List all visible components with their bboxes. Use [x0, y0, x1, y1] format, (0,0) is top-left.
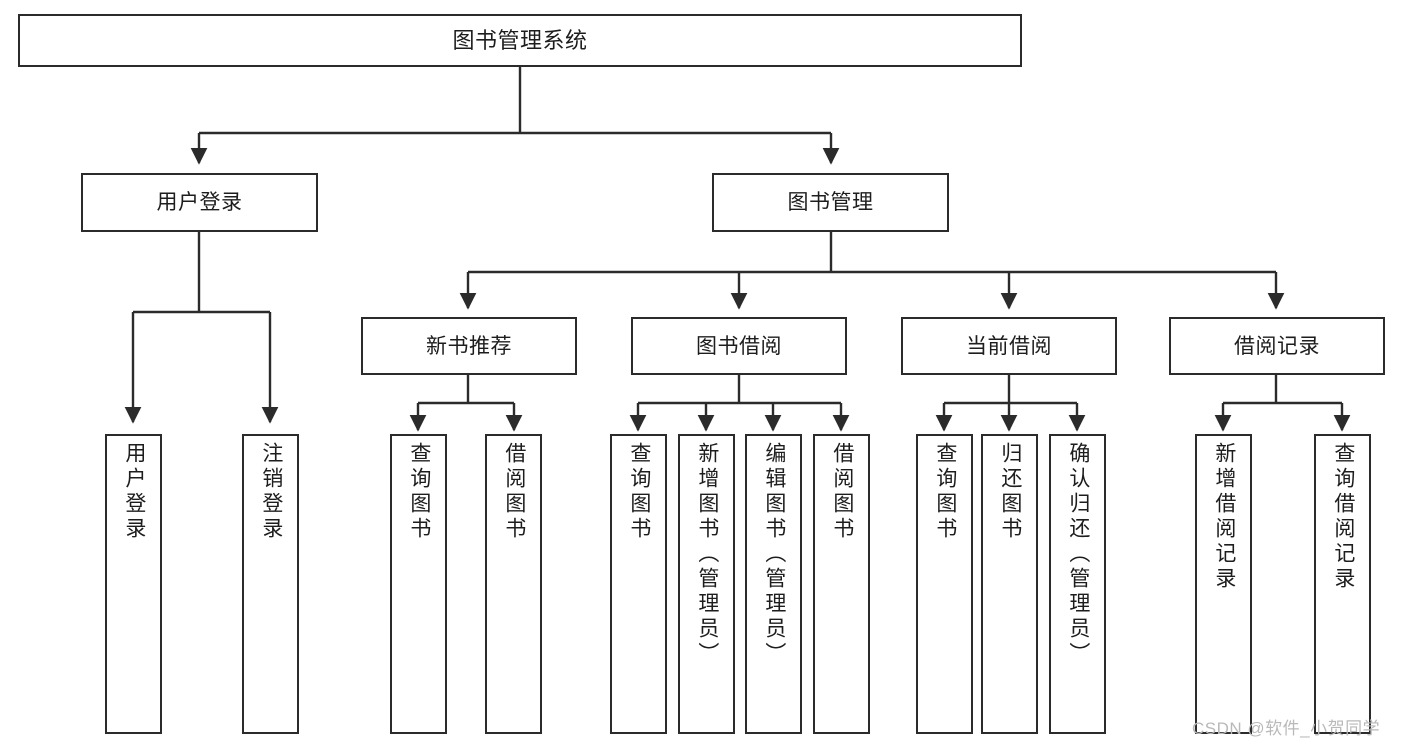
- node-label: 归还图书: [998, 442, 1022, 542]
- node-label: 用户登录: [122, 442, 146, 542]
- node-label: 借阅图书: [502, 442, 526, 542]
- node-label: 用户登录: [156, 191, 243, 214]
- leaf-borrow-book-2[interactable]: 借阅图书: [813, 434, 870, 734]
- node-user-login[interactable]: 用户登录: [81, 173, 318, 232]
- leaf-borrow-book-1[interactable]: 借阅图书: [485, 434, 542, 734]
- leaf-query-book-2[interactable]: 查询图书: [610, 434, 667, 734]
- leaf-logout-login[interactable]: 注销登录: [242, 434, 299, 734]
- leaf-query-book-1[interactable]: 查询图书: [390, 434, 447, 734]
- node-book-manage[interactable]: 图书管理: [712, 173, 949, 232]
- leaf-add-book-admin[interactable]: 新增图书（管理员）: [678, 434, 735, 734]
- node-label: 借阅图书: [830, 442, 854, 542]
- node-label: 图书管理: [787, 191, 874, 214]
- node-root-system[interactable]: 图书管理系统: [18, 14, 1022, 67]
- node-label: 编辑图书（管理员）: [762, 442, 786, 667]
- leaf-return-book[interactable]: 归还图书: [981, 434, 1038, 734]
- leaf-confirm-return-admin[interactable]: 确认归还（管理员）: [1049, 434, 1106, 734]
- node-label: 查询图书: [627, 442, 651, 542]
- node-label: 查询图书: [933, 442, 957, 542]
- node-label: 当前借阅: [966, 334, 1052, 358]
- node-label: 查询图书: [407, 442, 431, 542]
- node-label: 新书推荐: [426, 334, 512, 358]
- leaf-query-book-3[interactable]: 查询图书: [916, 434, 973, 734]
- node-borrow-record[interactable]: 借阅记录: [1169, 317, 1385, 375]
- node-label: 查询借阅记录: [1331, 442, 1355, 592]
- leaf-edit-book-admin[interactable]: 编辑图书（管理员）: [745, 434, 802, 734]
- node-label: 借阅记录: [1234, 334, 1320, 358]
- node-label: 确认归还（管理员）: [1066, 442, 1090, 667]
- node-book-borrow[interactable]: 图书借阅: [631, 317, 847, 375]
- csdn-watermark: CSDN @软件_小贺同学: [1192, 719, 1381, 738]
- node-new-book-recommend[interactable]: 新书推荐: [361, 317, 577, 375]
- leaf-add-borrow-record[interactable]: 新增借阅记录: [1195, 434, 1252, 734]
- node-label: 图书借阅: [696, 334, 782, 358]
- node-label: 注销登录: [259, 442, 283, 542]
- node-label: 新增图书（管理员）: [695, 442, 719, 667]
- node-label: 图书管理系统: [452, 27, 588, 53]
- leaf-user-login[interactable]: 用户登录: [105, 434, 162, 734]
- node-label: 新增借阅记录: [1212, 442, 1236, 592]
- node-current-borrow[interactable]: 当前借阅: [901, 317, 1117, 375]
- leaf-query-borrow-record[interactable]: 查询借阅记录: [1314, 434, 1371, 734]
